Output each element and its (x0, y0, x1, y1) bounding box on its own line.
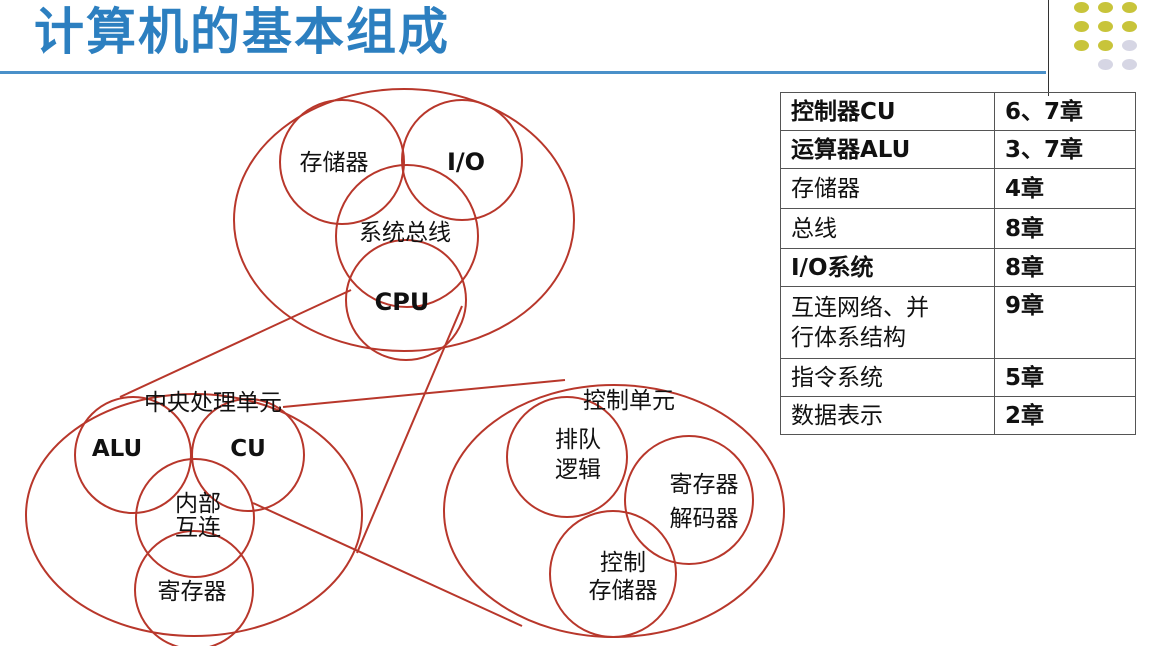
system-bus-label: 系统总线 (359, 220, 451, 246)
table-cell-item: 控制器CU (780, 92, 995, 131)
table-row: 存储器 4章 (780, 168, 1136, 209)
computer-system-circle (233, 88, 575, 352)
interconnect-label-line2: 互连 (175, 515, 221, 541)
corner-divider (1048, 0, 1049, 96)
table-cell-chapter: 9章 (994, 286, 1136, 359)
table-row: 总线 8章 (780, 208, 1136, 249)
table-cell-chapter: 4章 (994, 168, 1136, 209)
dot-yellow (1122, 21, 1137, 32)
table-cell-item: I/O系统 (780, 248, 995, 287)
cpu-unit-circle (25, 393, 363, 637)
table-cell-item: 数据表示 (780, 396, 995, 435)
dot-yellow (1074, 2, 1089, 13)
table-cell-chapter: 8章 (994, 248, 1136, 287)
table-row: 运算器ALU 3、7章 (780, 130, 1136, 169)
registers-label: 寄存器 (158, 579, 227, 605)
table-cell-chapter: 5章 (994, 358, 1136, 397)
dot-gray (1098, 59, 1113, 70)
title-divider (0, 71, 1046, 74)
cpu-label: CPU (375, 288, 430, 316)
slide-title: 计算机的基本组成 (34, 3, 450, 61)
sequencing-label-line1: 排队 (555, 427, 601, 453)
connector-cpu-left (119, 289, 352, 398)
table-cell-item: 互连网络、并 行体系结构 (780, 286, 995, 359)
table-cell-chapter: 8章 (994, 208, 1136, 249)
table-cell-item: 运算器ALU (780, 130, 995, 169)
dot-yellow (1098, 21, 1113, 32)
table-row: 数据表示 2章 (780, 396, 1136, 435)
sequencing-label-line2: 逻辑 (555, 457, 601, 483)
connector-cpu-right (356, 305, 463, 554)
interconnect-label-line1: 内部 (175, 491, 221, 517)
table-cell-item: 总线 (780, 208, 995, 249)
computer-structure-diagram: 存储器 I/O 系统总线 CPU 中央处理单元 ALU CU 内部 互连 寄存器… (25, 88, 785, 646)
decorative-dots (1068, 0, 1149, 80)
decoder-label-line1: 寄存器 (670, 472, 739, 498)
table-row: 互连网络、并 行体系结构 9章 (780, 286, 1136, 359)
dot-yellow (1074, 40, 1089, 51)
dot-yellow (1122, 2, 1137, 13)
table-cell-item-line2: 行体系结构 (791, 324, 906, 351)
dot-yellow (1098, 2, 1113, 13)
table-cell-item: 指令系统 (780, 358, 995, 397)
table-cell-item: 存储器 (780, 168, 995, 209)
table-row: 控制器CU 6、7章 (780, 92, 1136, 131)
dot-yellow (1074, 21, 1089, 32)
system-bus-circle (335, 164, 479, 308)
control-memory-label-line1: 控制 (600, 550, 646, 576)
connector-control-bottom (252, 502, 523, 627)
table-cell-item-line1: 互连网络、并 (791, 294, 929, 321)
table-cell-chapter: 6、7章 (994, 92, 1136, 131)
io-circle (401, 99, 523, 221)
register-decoder-circle (624, 435, 754, 565)
interconnect-circle (135, 458, 255, 578)
cpu-unit-title: 中央处理单元 (144, 390, 282, 416)
dot-gray (1122, 40, 1137, 51)
control-memory-label-line2: 存储器 (589, 578, 658, 604)
memory-label: 存储器 (300, 150, 369, 176)
dot-gray (1122, 59, 1137, 70)
table-cell-chapter: 2章 (994, 396, 1136, 435)
memory-circle (279, 99, 405, 225)
dot-yellow (1098, 40, 1113, 51)
cu-label: CU (230, 436, 266, 462)
chapter-table: 控制器CU 6、7章 运算器ALU 3、7章 存储器 4章 总线 8章 I/O系… (780, 92, 1136, 435)
cu-circle (191, 398, 305, 512)
io-label: I/O (447, 148, 485, 176)
table-row: I/O系统 8章 (780, 248, 1136, 287)
control-memory-circle (549, 510, 677, 638)
control-unit-title: 控制单元 (583, 388, 675, 414)
table-cell-chapter: 3、7章 (994, 130, 1136, 169)
cpu-circle (345, 239, 467, 361)
decoder-label-line2: 解码器 (670, 506, 739, 532)
table-row: 指令系统 5章 (780, 358, 1136, 397)
registers-circle (134, 530, 254, 646)
sequencing-logic-circle (506, 396, 628, 518)
connector-control-top (282, 379, 566, 408)
alu-label: ALU (92, 436, 142, 462)
